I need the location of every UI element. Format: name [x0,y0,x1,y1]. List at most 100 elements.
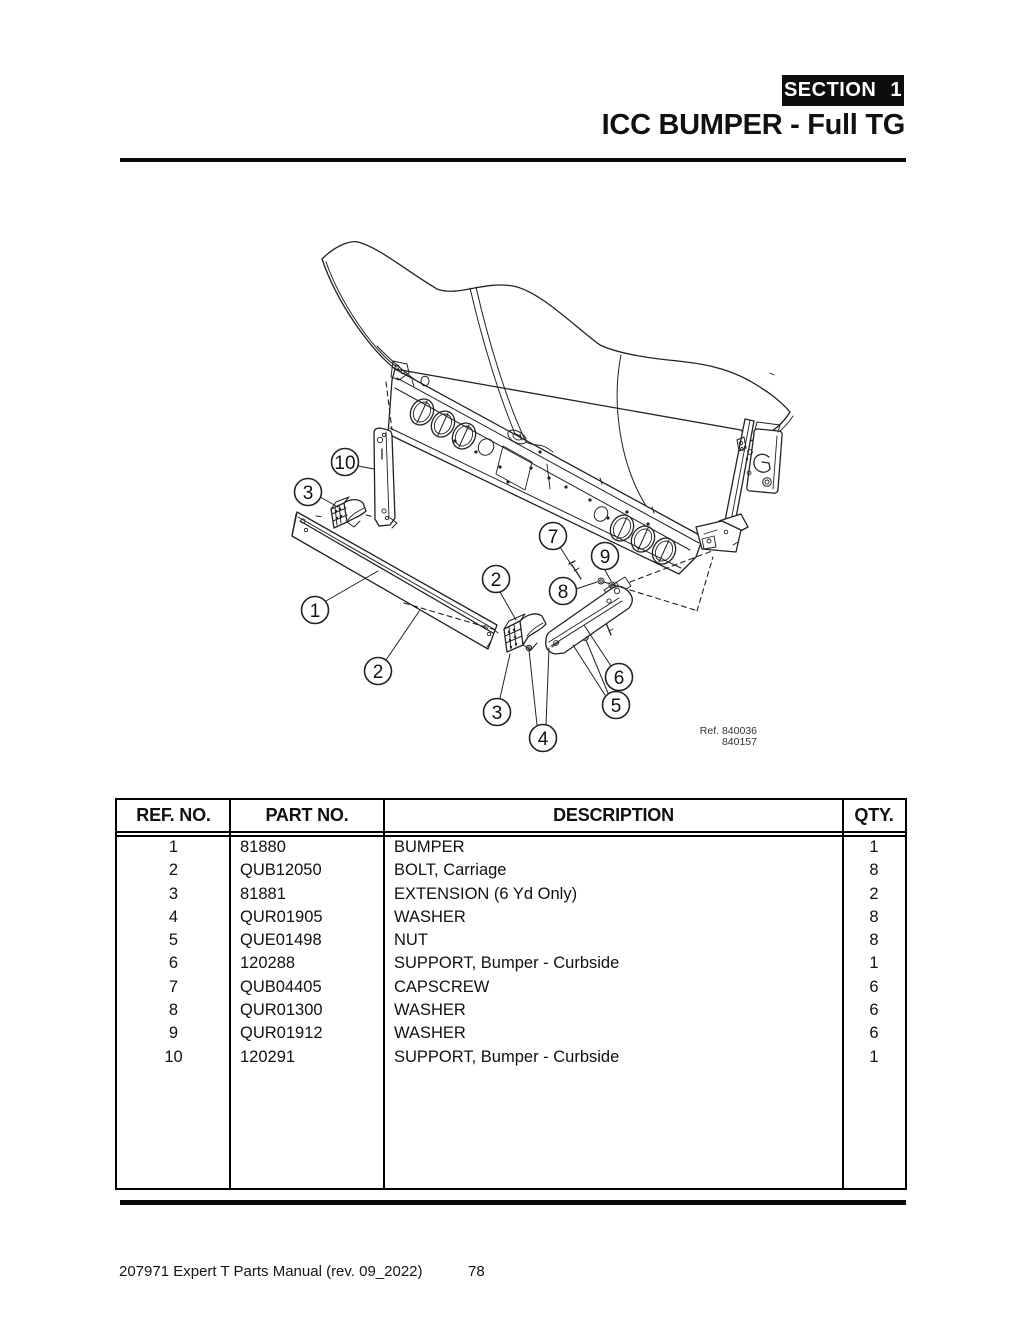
washer-8-part [597,577,605,585]
cell-qty: 6 [869,977,879,996]
callout-6-label: 6 [614,668,625,689]
cell-qty: 8 [869,907,879,926]
cell-desc: BOLT, Carriage [394,861,507,880]
callout-5-label: 5 [611,696,622,717]
cell-desc: CAPSCREW [394,977,490,996]
callout-2-mid: 2 [481,564,517,621]
callout-3-lower-label: 3 [492,703,503,724]
cell-qty: 8 [869,931,879,950]
callout-3-upper: 3 [293,477,339,508]
table-row: 4 QUR01905 WASHER 8 [117,906,905,929]
header-divider-line-2 [117,835,905,837]
cell-part: 120288 [240,954,296,973]
cell-ref: 10 [164,1047,183,1066]
callout-5: 5 [572,639,631,720]
cell-ref: 9 [168,1024,179,1043]
cell-desc: SUPPORT, Bumper - Curbside [394,954,620,973]
header-divider-line-1 [117,831,905,833]
assembly-projection-dashes [603,550,714,612]
support-bracket-10 [373,381,398,529]
cell-qty: 1 [869,838,879,856]
cell-ref: 4 [168,907,179,926]
header-description: DESCRIPTION [553,805,674,825]
cell-desc: WASHER [394,1001,466,1020]
cell-desc: EXTENSION (6 Yd Only) [394,884,578,903]
parts-table-body: 1 81880 BUMPER 1 2 QUB12050 BOLT, Carria… [117,836,905,1069]
column-divider-3 [842,800,844,1188]
cell-desc: NUT [394,931,428,950]
table-row: 5 QUE01498 NUT 8 [117,929,905,952]
callout-1: 1 [300,570,379,625]
cell-part: QUB12050 [240,861,322,880]
header-rule [120,158,906,162]
extension-bracket-3-upper [315,496,375,529]
callout-8-label: 8 [558,582,569,603]
footer-rule [120,1200,906,1205]
table-row: 2 QUB12050 BOLT, Carriage 8 [117,859,905,882]
cell-desc: WASHER [394,1024,466,1043]
footer-manual-title: 207971 Expert T Parts Manual (rev. 09_20… [119,1263,423,1280]
cell-ref: 7 [168,977,179,996]
cell-ref: 1 [168,838,179,856]
cell-qty: 1 [869,1047,879,1066]
cell-part: QUB04405 [240,977,322,996]
callout-10-label: 10 [334,453,355,474]
license-bolt-detail [507,429,554,453]
right-rail-and-latch [722,418,783,535]
parts-table-header: REF. NO. PART NO. DESCRIPTION QTY. [117,800,905,831]
cell-desc: SUPPORT, Bumper - Curbside [394,1047,620,1066]
callout-7: 7 [538,521,573,567]
cell-ref: 2 [168,861,179,880]
callout-7-label: 7 [548,527,559,548]
callout-4-label: 4 [538,729,549,750]
page-title: ICC BUMPER - Full TG [601,109,906,141]
callout-4: 4 [528,647,558,753]
cell-ref: 6 [168,954,179,973]
marker-light-holes-left [409,398,495,456]
callout-9: 9 [590,541,620,582]
bumper-bar-1 [291,511,499,650]
cell-part: QUR01905 [240,907,323,926]
table-row: 9 QUR01912 WASHER 6 [117,1022,905,1045]
parts-table: REF. NO. PART NO. DESCRIPTION QTY. 1 818… [115,798,907,1190]
cell-qty: 8 [869,861,879,880]
callout-3-upper-label: 3 [303,483,314,504]
table-row: 1 81880 BUMPER 1 [117,836,905,859]
callout-1-label: 1 [310,601,321,622]
cell-part: QUR01300 [240,1001,323,1020]
table-row: 6 120288 SUPPORT, Bumper - Curbside 1 [117,952,905,975]
ref-number-line2: 840157 [722,736,757,748]
callout-8: 8 [548,576,598,606]
callout-2-mid-label: 2 [491,570,502,591]
cell-qty: 2 [869,884,879,903]
callout-2-left-label: 2 [373,662,384,683]
header-ref-no: REF. NO. [136,805,211,825]
cell-part: 81881 [240,884,286,903]
ref-number-line1: Ref. 840036 [700,725,757,737]
beam-rivet-dots [453,439,650,526]
column-divider-1 [229,800,231,1188]
callout-6: 6 [583,624,634,692]
column-divider-2 [383,800,385,1188]
section-badge: SECTION 1 [782,75,904,106]
exploded-view-diagram: 10 3 1 2 2 7 9 [291,240,794,753]
cell-desc: WASHER [394,907,466,926]
callout-9-label: 9 [600,547,611,568]
header-part-no: PART NO. [265,805,349,825]
cell-qty: 1 [869,954,879,973]
callout-3-lower: 3 [482,653,512,727]
support-bracket-6 [545,576,633,655]
callout-2-left: 2 [363,609,421,686]
cell-part: QUE01498 [240,931,322,950]
callout-10: 10 [330,447,375,477]
rail-foot-bracket [695,513,749,553]
header-qty: QTY. [854,805,894,825]
cell-qty: 6 [869,1024,879,1043]
table-row: 3 81881 EXTENSION (6 Yd Only) 2 [117,883,905,906]
table-row: 7 QUB04405 CAPSCREW 6 [117,976,905,999]
table-row: 10 120291 SUPPORT, Bumper - Curbside 1 [117,1046,905,1069]
cell-ref: 5 [168,931,179,950]
cell-desc: BUMPER [394,838,465,856]
cell-part: 120291 [240,1047,296,1066]
cell-ref: 8 [168,1001,179,1020]
